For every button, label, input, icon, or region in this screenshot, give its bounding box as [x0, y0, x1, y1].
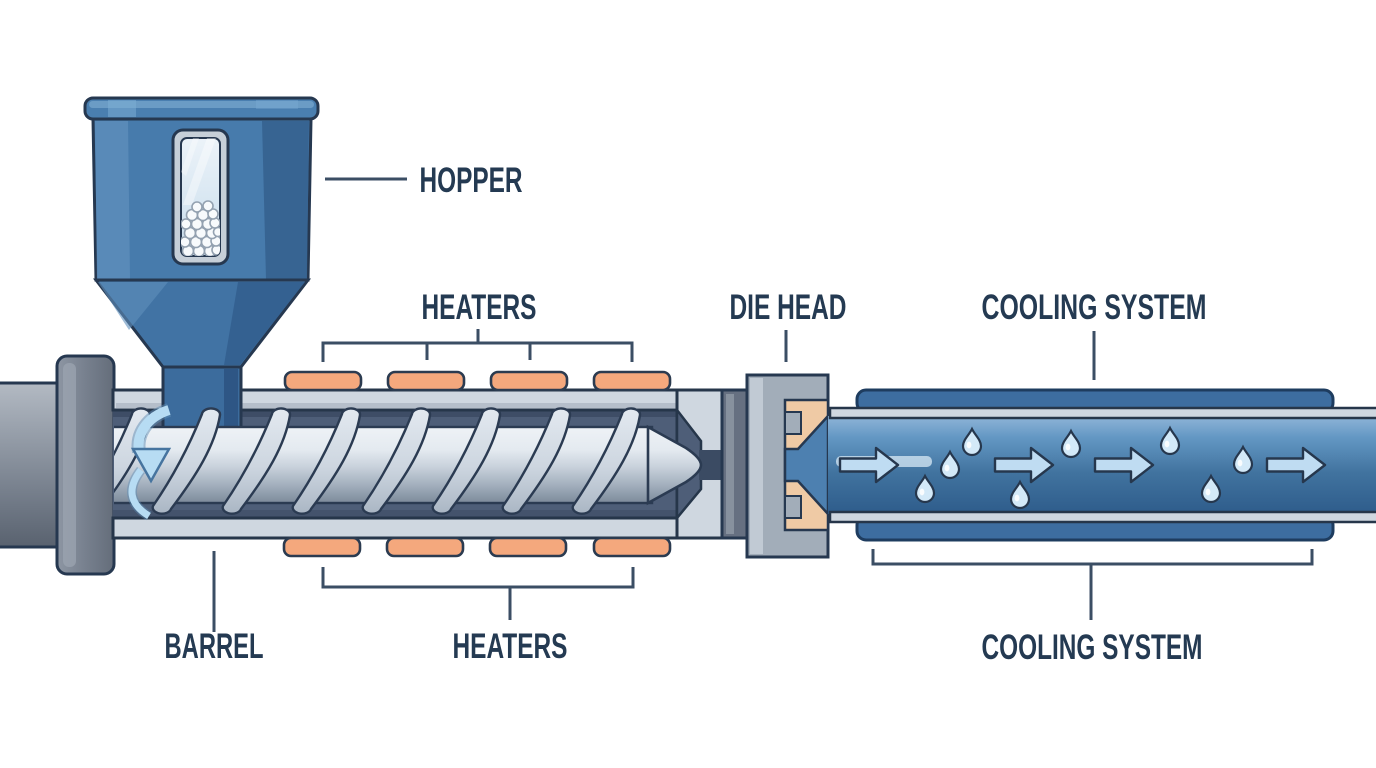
label-barrel: BARREL [165, 627, 264, 666]
heater-block [282, 536, 362, 558]
cooling-rail-bottom [828, 510, 1376, 524]
heater-block [488, 536, 568, 558]
bracket-cooling-bottom [871, 549, 1314, 620]
screw-tip [646, 424, 703, 506]
hopper [83, 96, 320, 369]
barrel-wall-bottom [111, 516, 692, 540]
heater-block [489, 370, 569, 392]
heater-block [283, 370, 363, 392]
label-cooling-system-top: COOLING SYSTEM [982, 288, 1207, 327]
heater-block [385, 536, 465, 558]
label-heaters-bottom: HEATERS [453, 627, 568, 666]
plastic-pellets [181, 200, 220, 256]
label-heaters-top: HEATERS [422, 288, 537, 327]
label-cooling-system-bottom: COOLING SYSTEM [982, 628, 1203, 667]
heater-block [592, 370, 672, 392]
bracket-heaters-top [321, 329, 634, 362]
heater-block [386, 370, 466, 392]
bracket-heaters-bottom [321, 567, 635, 620]
extruder-screw [114, 403, 703, 521]
cooling-system [828, 388, 1376, 542]
heater-block [592, 536, 672, 558]
hopper-window [171, 128, 230, 266]
rotation-arrow-icon [127, 403, 172, 521]
die-head [720, 373, 830, 559]
label-die-head: DIE HEAD [730, 288, 847, 327]
motor-shaft [0, 354, 116, 576]
label-hopper: HOPPER [420, 161, 523, 200]
die-collar [720, 388, 749, 540]
cooling-rail-top [828, 406, 1376, 420]
